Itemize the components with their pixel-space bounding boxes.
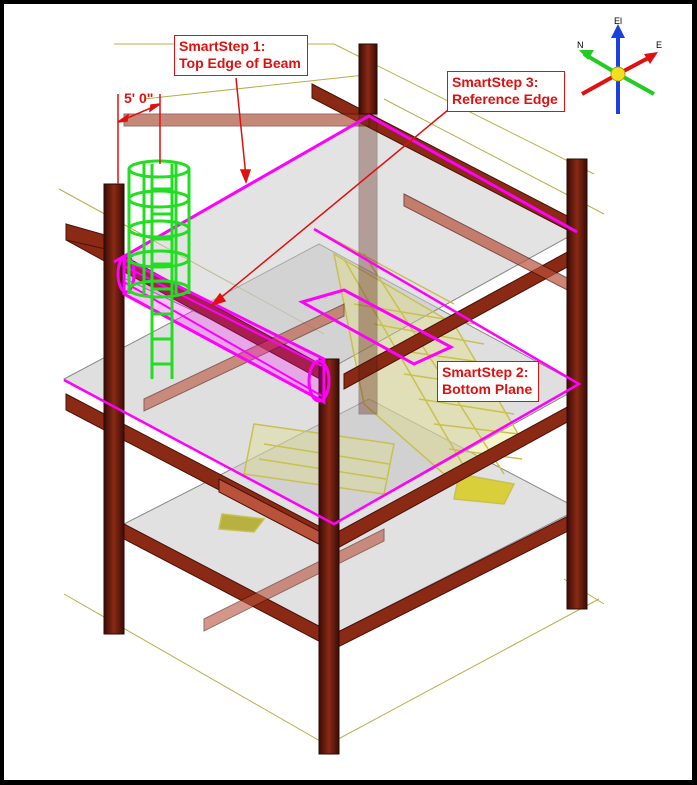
callout-smartstep-1-text: Top Edge of Beam (179, 55, 301, 71)
triad-elevation-label: El (614, 16, 623, 26)
orientation-triad (579, 24, 658, 114)
callout-smartstep-3: SmartStep 3: Reference Edge (447, 71, 565, 112)
structure-model (58, 24, 658, 755)
model-canvas[interactable]: El N E 5' 0" SmartStep 1: Top Edge of Be… (4, 4, 692, 780)
dimension-label: 5' 0" (124, 90, 154, 106)
dimension-lines (117, 94, 161, 184)
callout-smartstep-2-title: SmartStep 2: (442, 364, 529, 380)
cage-ladder (127, 159, 191, 379)
leader-lines (210, 77, 449, 307)
callout-smartstep-1-title: SmartStep 1: (179, 38, 266, 54)
callout-smartstep-1: SmartStep 1: Top Edge of Beam (174, 35, 308, 76)
triad-north-label: N (577, 40, 584, 50)
callout-smartstep-3-text: Reference Edge (452, 91, 558, 107)
callout-smartstep-3-title: SmartStep 3: (452, 74, 539, 90)
callout-smartstep-2: SmartStep 2: Bottom Plane (437, 361, 540, 402)
callout-smartstep-2-text: Bottom Plane (442, 381, 533, 397)
triad-east-label: E (656, 40, 663, 50)
